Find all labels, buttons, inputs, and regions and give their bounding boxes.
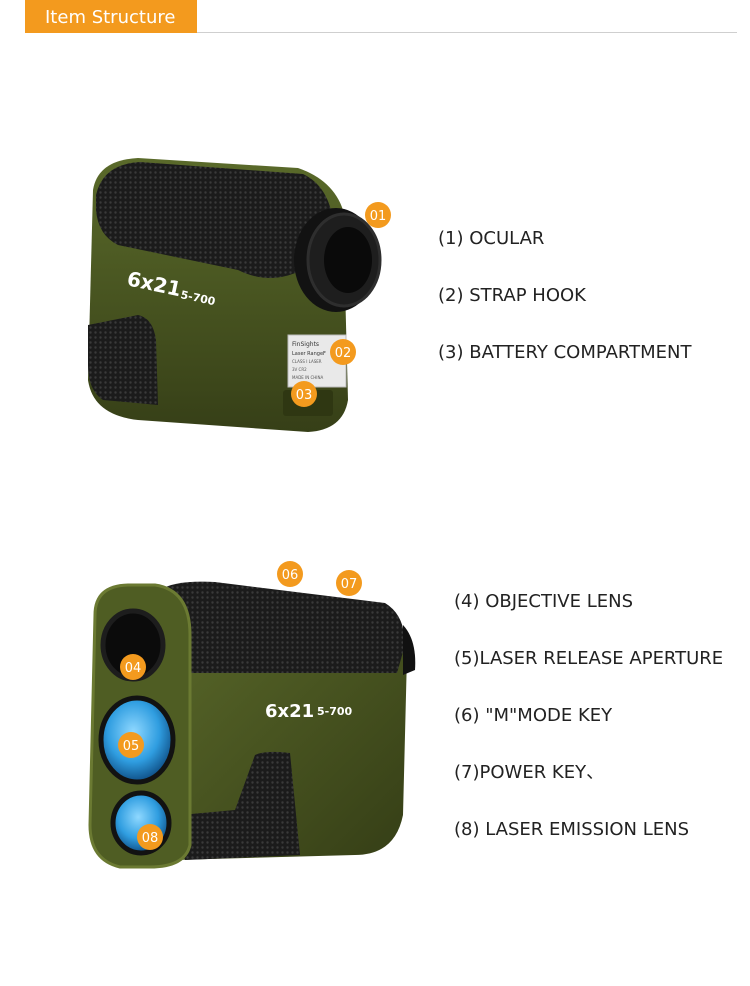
part-label-battery-compartment: (3) BATTERY COMPARTMENT	[438, 342, 692, 363]
svg-text:MADE IN CHINA: MADE IN CHINA	[292, 375, 323, 380]
svg-text:08: 08	[142, 831, 159, 846]
svg-text:3V CR2: 3V CR2	[292, 367, 307, 372]
svg-text:05: 05	[123, 739, 140, 754]
part-label-mode-key: (6) "M"MODE KEY	[454, 705, 613, 726]
svg-text:03: 03	[296, 388, 313, 403]
part-label-objective-lens: (4) OBJECTIVE LENS	[454, 591, 633, 612]
part-label-ocular: (1) OCULAR	[438, 228, 545, 249]
svg-text:07: 07	[341, 577, 358, 592]
rangefinder-rear-image: FinSights Laser RangeF CLASS I LASER 3V …	[78, 150, 398, 440]
svg-text:FinSights: FinSights	[292, 341, 319, 348]
svg-text:CLASS I LASER: CLASS I LASER	[292, 359, 322, 364]
rubber-grip	[96, 162, 333, 278]
marker-02: 02	[330, 339, 356, 365]
svg-text:Laser RangeF: Laser RangeF	[292, 351, 326, 357]
section-title: Item Structure	[25, 0, 197, 33]
rangefinder-front-image: 6x21 5-700 04 05 06 07 08	[85, 555, 420, 870]
marker-01: 01	[365, 202, 391, 228]
svg-text:01: 01	[370, 209, 387, 224]
svg-text:02: 02	[335, 346, 352, 361]
part-label-laser-emission-lens: (8) LASER EMISSION LENS	[454, 819, 690, 840]
marker-06: 06	[277, 561, 303, 587]
marker-07: 07	[336, 570, 362, 596]
svg-text:5-700: 5-700	[317, 705, 353, 718]
marker-03: 03	[291, 381, 317, 407]
header-divider	[197, 32, 737, 33]
marker-05: 05	[118, 732, 144, 758]
part-label-power-key: (7)POWER KEY、	[454, 762, 605, 783]
marker-08: 08	[137, 824, 163, 850]
front-parts-list: (4) OBJECTIVE LENS (5)LASER RELEASE APER…	[454, 591, 723, 876]
part-label-strap-hook: (2) STRAP HOOK	[438, 285, 586, 306]
part-label-laser-release-aperture: (5)LASER RELEASE APERTURE	[454, 648, 724, 669]
marker-04: 04	[120, 654, 146, 680]
svg-text:6x21: 6x21	[265, 701, 314, 722]
svg-text:06: 06	[282, 568, 299, 583]
rear-parts-list: (1) OCULAR (2) STRAP HOOK (3) BATTERY CO…	[438, 228, 691, 399]
svg-text:04: 04	[125, 661, 142, 676]
